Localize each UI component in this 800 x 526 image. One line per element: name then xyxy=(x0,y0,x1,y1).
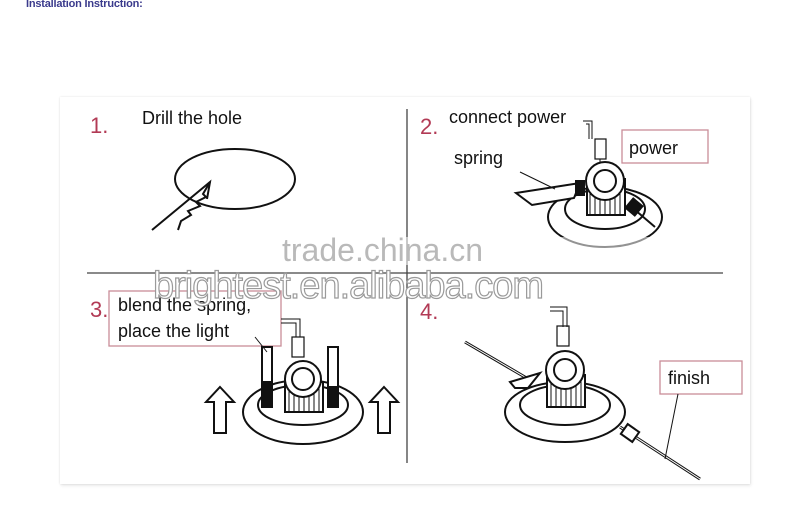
up-arrow-right-icon xyxy=(367,385,401,434)
power-callout-label: power xyxy=(629,138,678,158)
spring-callout-label: spring xyxy=(454,148,503,168)
saw-icon xyxy=(151,179,212,231)
step-2-panel: 2. connect power spring power xyxy=(420,107,709,248)
step-4-number: 4. xyxy=(420,299,438,324)
svg-text:brightest.en.alibaba.com: brightest.en.alibaba.com xyxy=(153,265,543,307)
power-callout-box xyxy=(621,129,709,164)
step-3-label-line-2: place the light xyxy=(118,321,229,341)
step-2-label: connect power xyxy=(449,107,566,127)
step-3-label-line-1: blend the spring, xyxy=(118,295,251,315)
up-arrow-left-icon xyxy=(203,385,237,434)
finish-callout-box xyxy=(659,360,743,395)
instruction-diagram-card: 1. Drill the hole 2. connect power sprin… xyxy=(60,97,750,484)
step-3-panel: 3. blend the spring, place the light xyxy=(90,290,401,445)
step-3-callout-box xyxy=(108,290,282,347)
svg-text:trade.china.cn: trade.china.cn xyxy=(282,232,483,268)
installed-downlight-icon xyxy=(464,306,701,481)
step-4-panel: 4. finish xyxy=(420,299,743,481)
step-1-panel: 1. Drill the hole xyxy=(90,108,296,231)
step-1-number: 1. xyxy=(90,113,108,138)
step-3-number: 3. xyxy=(90,297,108,322)
page-heading: Installation Instruction: xyxy=(26,0,143,10)
watermark-alibaba: brightest.en.alibaba.com xyxy=(152,264,544,307)
finish-callout-label: finish xyxy=(668,368,710,388)
downlight-spring-icon xyxy=(242,318,364,445)
watermark-trade-china: trade.china.cn xyxy=(150,232,750,268)
hole-ellipse-icon xyxy=(174,148,296,210)
step-2-number: 2. xyxy=(420,114,438,139)
downlight-icon xyxy=(513,120,663,248)
step-1-label: Drill the hole xyxy=(142,108,242,128)
